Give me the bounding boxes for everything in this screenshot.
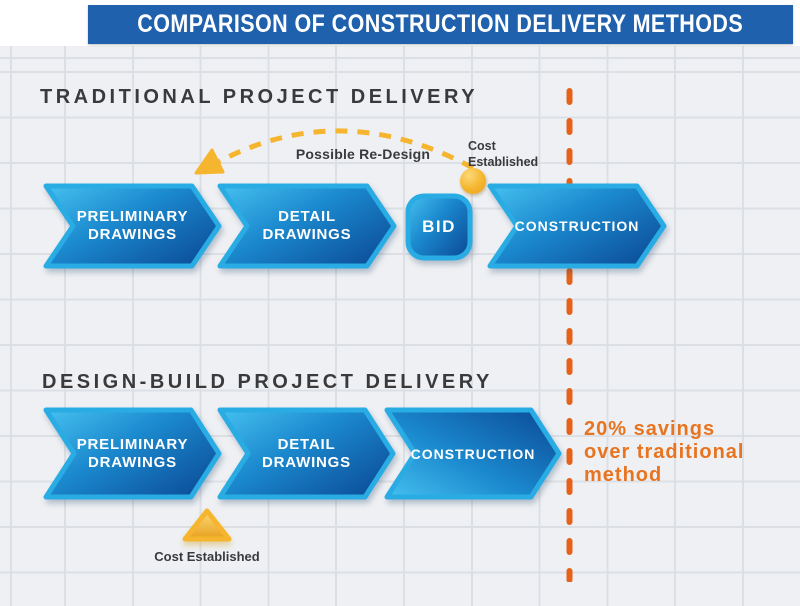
- step-traditional-construction: CONSTRUCTION: [486, 182, 668, 270]
- step-traditional-detail-drawings: DETAIL DRAWINGS: [216, 182, 398, 270]
- cost-established-label-design-build: Cost Established: [154, 549, 260, 564]
- step-traditional-preliminary-drawings: PRELIMINARY DRAWINGS: [42, 182, 223, 270]
- step-label: PRELIMINARY DRAWINGS: [76, 208, 189, 243]
- cost-established-dot-icon: [460, 168, 486, 194]
- page-title: COMPARISON OF CONSTRUCTION DELIVERY METH…: [137, 10, 744, 38]
- redesign-arc-path: [216, 128, 475, 171]
- redesign-arc: [194, 128, 475, 175]
- step-label: CONSTRUCTION: [410, 445, 536, 462]
- savings-line-3: method: [584, 464, 663, 486]
- traditional-section-heading: TRADITIONAL PROJECT DELIVERY: [40, 86, 479, 108]
- timeline-dashed-divider: [566, 88, 573, 582]
- cost-established-label-traditional: Cost Established: [468, 139, 539, 169]
- cost-established-triangle-icon: [182, 508, 232, 542]
- title-banner: COMPARISON OF CONSTRUCTION DELIVERY METH…: [88, 5, 793, 44]
- triangle-shape: [182, 508, 232, 542]
- savings-line-1: 20% savings: [584, 418, 716, 440]
- step-design-build-preliminary-drawings: PRELIMINARY DRAWINGS: [42, 406, 223, 501]
- step-label: PRELIMINARY DRAWINGS: [76, 435, 189, 471]
- redesign-label: Possible Re-Design: [295, 146, 431, 162]
- step-design-build-detail-drawings: DETAIL DRAWINGS: [216, 406, 397, 501]
- step-label: DETAIL DRAWINGS: [262, 435, 351, 471]
- savings-note: 20% savings over traditional method: [584, 418, 800, 487]
- step-label: DETAIL DRAWINGS: [262, 208, 352, 243]
- step-label: BID: [422, 217, 456, 236]
- savings-line-2: over traditional: [584, 441, 745, 463]
- grid-background: [0, 46, 800, 606]
- step-design-build-construction: CONSTRUCTION: [383, 406, 563, 501]
- redesign-arrowhead-icon: [194, 148, 225, 175]
- step-label: CONSTRUCTION: [514, 218, 640, 234]
- design-build-section-heading: DESIGN-BUILD PROJECT DELIVERY: [42, 371, 493, 393]
- step-traditional-bid: BID: [404, 192, 474, 262]
